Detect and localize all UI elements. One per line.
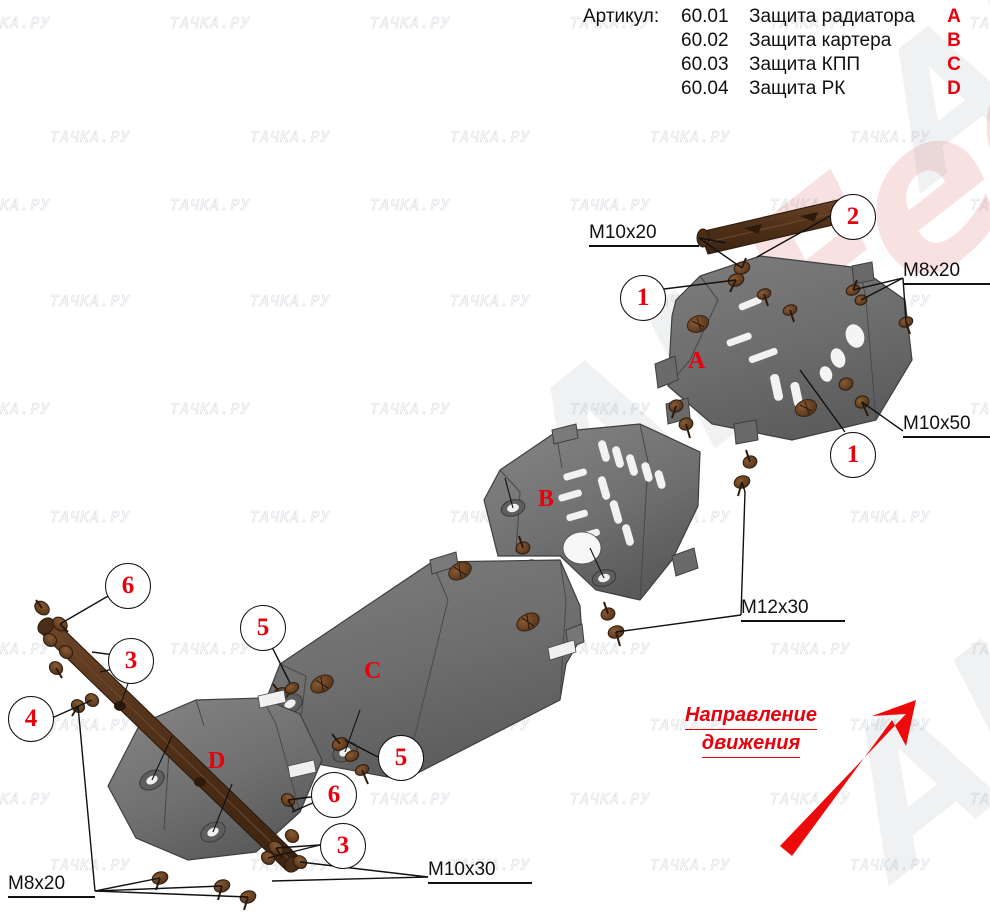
fastener-group-d [34, 599, 308, 911]
legend-name: Защита РК [749, 78, 846, 99]
legend-row: 60.02 Защита картера B [583, 30, 964, 54]
legend-name: Защита картера [749, 30, 892, 51]
direction-note-line2: движения [701, 730, 801, 758]
direction-arrow-icon [780, 700, 916, 856]
callout-bubble-2: 2 [830, 194, 876, 240]
panel-letter-a: A [688, 348, 706, 374]
legend-row: 60.03 Защита КПП C [583, 54, 964, 78]
bolt-size-label: M10x30 [428, 859, 532, 884]
callout-bubble-6: 6 [105, 563, 151, 609]
legend-letter: B [947, 30, 961, 51]
callout-bubble-3: 3 [108, 638, 154, 684]
legend-name: Защита КПП [749, 54, 861, 75]
callout-bubble-5: 5 [240, 605, 286, 651]
panel-letter-c: C [364, 658, 382, 684]
legend-code: 60.03 [681, 54, 729, 75]
legend-row: 60.04 Защита РК D [583, 78, 964, 102]
callout-bubble-3: 3 [320, 823, 366, 869]
legend-heading: Артикул: [583, 6, 660, 27]
bolt-size-label: M10x20 [589, 222, 699, 247]
legend-code: 60.04 [681, 78, 729, 99]
bolt-size-label: M10x50 [903, 413, 990, 438]
panel-letter-d: D [208, 748, 226, 774]
legend-code: 60.02 [681, 30, 729, 51]
callout-bubble-1: 1 [620, 275, 666, 321]
panel-b-shape [483, 423, 701, 601]
bolt-size-label: M12x30 [741, 597, 845, 622]
fastener-group-a [668, 257, 914, 497]
callout-bubble-4: 4 [8, 696, 54, 742]
legend-name: Защита радиатора [749, 6, 915, 27]
callout-bubble-6: 6 [311, 772, 357, 818]
legend-letter: A [947, 6, 961, 27]
legend-letter: C [947, 54, 961, 75]
legend-code: 60.01 [681, 6, 729, 27]
bolt-size-label: M8x20 [8, 873, 95, 898]
callout-bubble-1: 1 [830, 432, 876, 478]
panel-letter-b: B [538, 486, 555, 512]
callout-bubble-5: 5 [378, 735, 424, 781]
legend-row: Артикул: 60.01 Защита радиатора A [583, 6, 964, 30]
legend-letter: D [947, 78, 961, 99]
bolt-size-label: M8x20 [903, 260, 990, 285]
direction-note-line1: Направление [685, 702, 817, 730]
direction-of-travel-note: Направление движения [676, 702, 826, 758]
